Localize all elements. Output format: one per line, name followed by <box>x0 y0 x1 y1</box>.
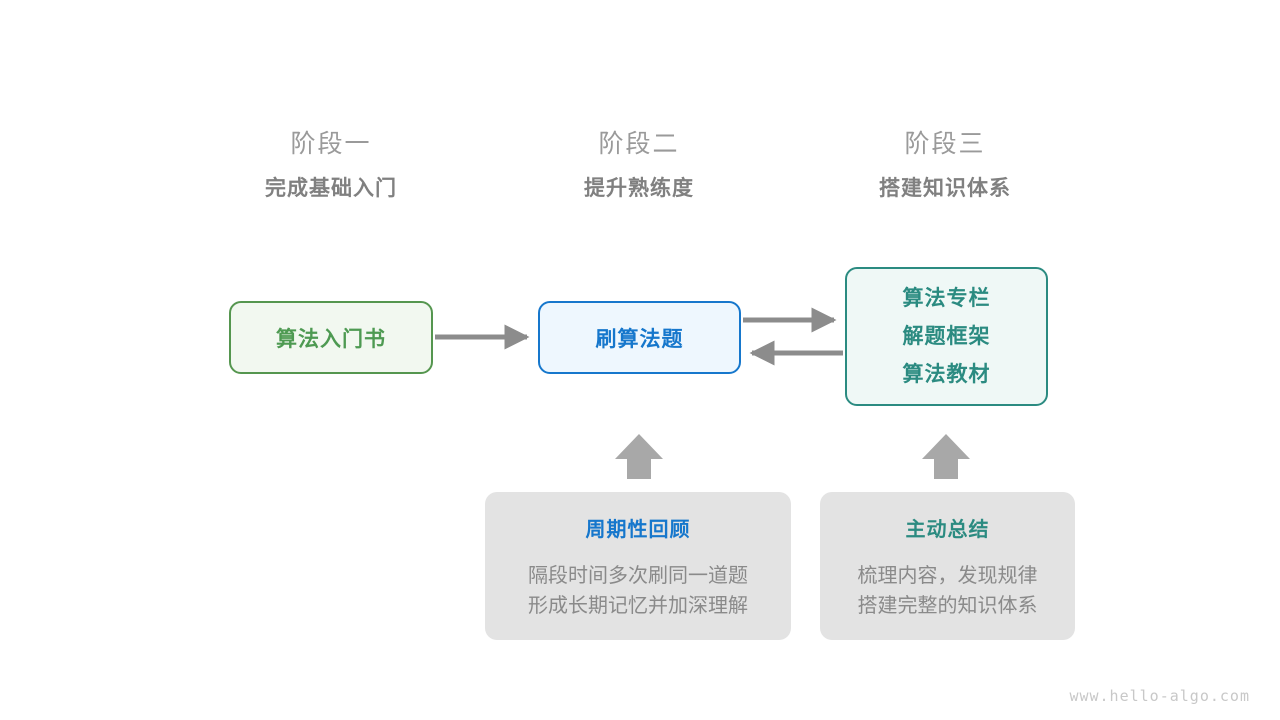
stage-3-title: 搭建知识体系 <box>879 177 1011 200</box>
note-periodic-review-line-1: 隔段时间多次刷同一道题 <box>528 565 748 587</box>
stage-3-number: 阶段三 <box>904 130 986 158</box>
note-periodic-review-line-2: 形成长期记忆并加深理解 <box>528 595 748 617</box>
node-practice-problems[interactable]: 刷算法题 <box>538 301 741 374</box>
stage-header-1: 阶段一 完成基础入门 <box>201 128 461 204</box>
stage-2-title: 提升熟练度 <box>584 177 694 200</box>
note-active-summary[interactable]: 主动总结 梳理内容，发现规律 搭建完整的知识体系 <box>820 492 1075 640</box>
node-algorithm-book-label: 算法入门书 <box>276 327 386 351</box>
stage-header-2: 阶段二 提升熟练度 <box>509 128 769 204</box>
note-active-summary-title: 主动总结 <box>905 519 990 541</box>
stage-1-number: 阶段一 <box>290 130 372 158</box>
stage-1-title: 完成基础入门 <box>265 177 397 200</box>
note-periodic-review[interactable]: 周期性回顾 隔段时间多次刷同一道题 形成长期记忆并加深理解 <box>485 492 791 640</box>
note-active-summary-body: 梳理内容，发现规律 搭建完整的知识体系 <box>858 561 1038 621</box>
note-active-summary-line-2: 搭建完整的知识体系 <box>857 595 1038 617</box>
note-active-summary-line-1: 梳理内容，发现规律 <box>857 565 1038 587</box>
node-knowledge-line-3: 算法教材 <box>902 362 991 386</box>
stage-2-number: 阶段二 <box>598 130 680 158</box>
note-periodic-review-title: 周期性回顾 <box>585 519 691 541</box>
up-arrow-summary <box>922 434 970 479</box>
node-algorithm-book[interactable]: 算法入门书 <box>229 301 433 374</box>
node-knowledge-line-2: 解题框架 <box>902 324 991 348</box>
stage-header-3: 阶段三 搭建知识体系 <box>815 128 1075 204</box>
node-knowledge-resources[interactable]: 算法专栏 解题框架 算法教材 <box>845 267 1048 406</box>
up-arrow-review <box>615 434 663 479</box>
node-knowledge-line-1: 算法专栏 <box>902 286 991 310</box>
note-periodic-review-body: 隔段时间多次刷同一道题 形成长期记忆并加深理解 <box>528 561 748 621</box>
watermark-url: www.hello-algo.com <box>1069 687 1250 705</box>
node-practice-problems-label: 刷算法题 <box>595 327 684 351</box>
